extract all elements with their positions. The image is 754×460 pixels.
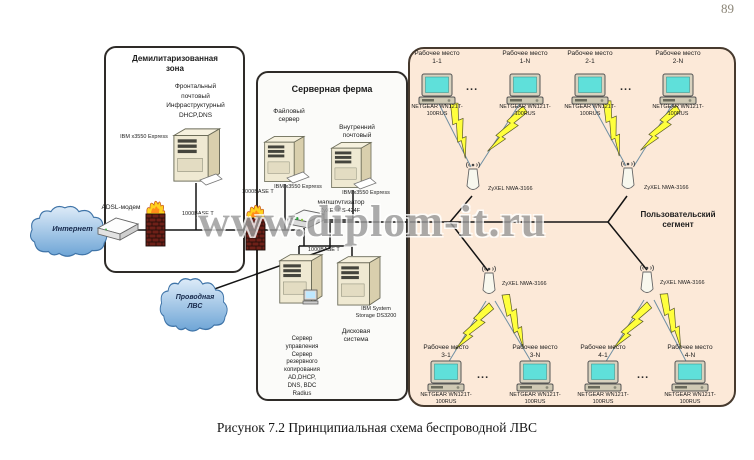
access-point-model: ZyXEL NWA-3166 (502, 281, 547, 287)
internet-label: Интернет (52, 224, 93, 233)
router-label: маршрутизатор (317, 199, 365, 206)
dmz-server-model: IBM x3550 Express (120, 134, 168, 140)
firewall-icon (145, 200, 166, 247)
wifi-adapter-label: NETGEAR WN121T-100RUS (411, 104, 463, 117)
router-model: ZyXEL GS-424F (319, 208, 361, 214)
ellipsis: ... (466, 81, 479, 93)
access-point-icon (621, 160, 635, 189)
wifi-adapter-label: NETGEAR WN121T-100RUS (564, 104, 616, 117)
wifi-adapter-label: NETGEAR WN121T-100RUS (420, 392, 472, 405)
access-point-model: ZyXEL NWA-3166 (660, 280, 705, 286)
file-server-model: IBM x3550 Express (274, 184, 322, 190)
management-console-icon (302, 289, 319, 305)
watermark: www.diplom-it.ru (198, 197, 547, 246)
adsl-modem-label: ADSL-модем (101, 204, 141, 211)
farm-title: Серверная ферма (291, 84, 373, 94)
wifi-adapter-label: NETGEAR WN121T-100RUS (652, 104, 704, 117)
link-speed-label: 1000BASE T (182, 211, 214, 217)
user-segment-box (408, 47, 736, 407)
access-point-icon (466, 161, 480, 190)
page-number: 89 (721, 1, 734, 16)
figure-caption: Рисунок 7.2 Принципиальная схема беспров… (216, 420, 538, 435)
access-point-icon (640, 264, 654, 293)
wifi-adapter-label: NETGEAR WN121T-100RUS (664, 392, 716, 405)
ellipsis: ... (637, 369, 650, 381)
access-point-model: ZyXEL NWA-3166 (488, 186, 533, 192)
access-point-model: ZyXEL NWA-3166 (644, 185, 689, 191)
wifi-adapter-label: NETGEAR WN121T-100RUS (577, 392, 629, 405)
wifi-adapter-label: NETGEAR WN121T-100RUS (509, 392, 561, 405)
link-speed-label: 1000BASE T (242, 189, 274, 195)
storage-server-icon (337, 256, 381, 306)
wifi-adapter-label: NETGEAR WN121T-100RUS (499, 104, 551, 117)
dmz-server-icon (173, 128, 220, 182)
ellipsis: ... (620, 81, 633, 93)
link-speed-label: 1000BASE T (308, 247, 340, 253)
mail-server-model: IBM x3550 Express (342, 190, 390, 196)
access-point-icon (482, 265, 496, 294)
ellipsis: ... (477, 369, 490, 381)
server-farm-box (256, 71, 408, 401)
